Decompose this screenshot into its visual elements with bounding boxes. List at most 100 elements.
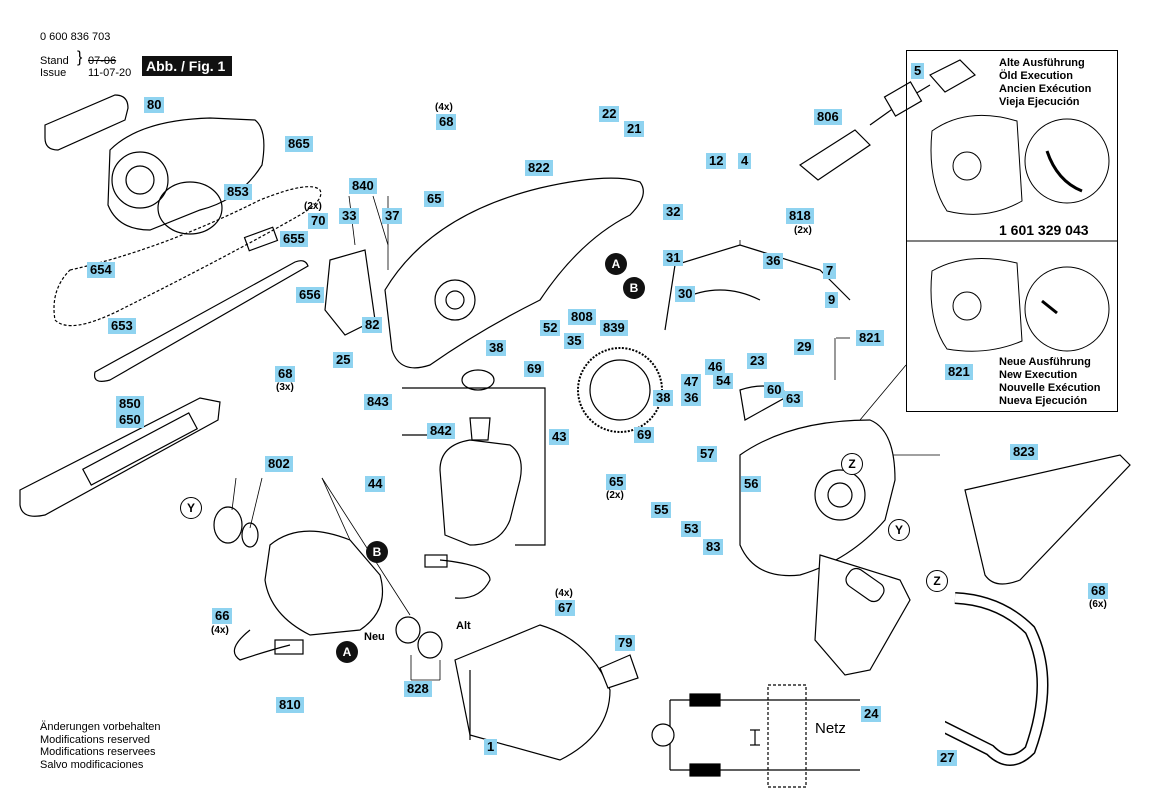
part-60: 60 — [764, 382, 785, 398]
part-44: 44 — [365, 476, 386, 492]
old-title-de: Alte Ausführung — [999, 57, 1085, 69]
part-655: 655 — [280, 231, 308, 247]
part-822: 822 — [525, 160, 553, 176]
part-54: 54 — [713, 373, 734, 389]
part-52: 52 — [540, 320, 561, 336]
part-65-bottom: 65 — [606, 474, 627, 490]
callout-z-bottom: Z — [926, 570, 948, 592]
callout-b-bottom: B — [366, 541, 388, 563]
document-number: 0 600 836 703 — [40, 31, 111, 43]
callout-y-left: Y — [180, 497, 202, 519]
part-63: 63 — [783, 391, 804, 407]
part-31: 31 — [663, 250, 684, 266]
label-alt: Alt — [456, 620, 471, 632]
part-30: 30 — [675, 286, 696, 302]
part-57: 57 — [697, 446, 718, 462]
part-82: 82 — [362, 317, 383, 333]
inset-panel: Alte Ausführung Öld Execution Ancien Exé… — [906, 50, 1118, 412]
part-810: 810 — [276, 697, 304, 713]
callout-b-top: B — [623, 277, 645, 299]
part-80: 80 — [144, 97, 165, 113]
part-37: 37 — [382, 208, 403, 224]
old-part-number: 1 601 329 043 — [999, 222, 1089, 238]
label-netz: Netz — [815, 720, 846, 737]
callout-a-bottom: A — [336, 641, 358, 663]
part-802: 802 — [265, 456, 293, 472]
part-68-right: 68 — [1088, 583, 1109, 599]
part-29: 29 — [794, 339, 815, 355]
part-47: 47 — [681, 374, 702, 390]
part-821: 821 — [856, 330, 884, 346]
part-68-left: 68 — [275, 366, 296, 382]
part-843: 843 — [364, 394, 392, 410]
part-65-top: 65 — [424, 191, 445, 207]
label-neu: Neu — [364, 631, 385, 643]
qty-68-left: (3x) — [276, 382, 294, 393]
callout-y-right: Y — [888, 519, 910, 541]
part-27: 27 — [937, 750, 958, 766]
inset-drawings — [907, 114, 1117, 352]
new-title-en: New Execution — [999, 369, 1078, 381]
new-title-es: Nueva Ejecución — [999, 395, 1088, 407]
part-650: 650 — [116, 412, 144, 428]
qty-68-right: (6x) — [1089, 599, 1107, 610]
part-853: 853 — [224, 184, 252, 200]
qty-66: (4x) — [211, 625, 229, 636]
part-69-bottom: 69 — [634, 427, 655, 443]
part-823: 823 — [1010, 444, 1038, 460]
part-53: 53 — [681, 521, 702, 537]
qty-818: (2x) — [794, 225, 812, 236]
old-title-en: Öld Execution — [999, 70, 1073, 82]
part-38-left: 38 — [486, 340, 507, 356]
part-70: 70 — [308, 213, 329, 229]
stand-label: Stand — [40, 55, 69, 67]
part-66: 66 — [212, 608, 233, 624]
callout-z-top: Z — [841, 453, 863, 475]
footer-es: Salvo modificaciones — [40, 758, 144, 771]
part-21: 21 — [624, 121, 645, 137]
part-654: 654 — [87, 262, 115, 278]
part-43: 43 — [549, 429, 570, 445]
part-35: 35 — [564, 333, 585, 349]
issue-label: Issue — [40, 67, 67, 79]
qty-68-top: (4x) — [435, 102, 453, 113]
part-67: 67 — [555, 600, 576, 616]
part-808: 808 — [568, 309, 596, 325]
part-23: 23 — [747, 353, 768, 369]
part-56: 56 — [741, 476, 762, 492]
old-title-fr: Ancien Exécution — [999, 83, 1092, 95]
qty-67: (4x) — [555, 588, 573, 599]
callout-a-top: A — [605, 253, 627, 275]
footer-fr: Modifications reservees — [40, 746, 156, 758]
footer-en: Modifications reserved — [40, 733, 151, 746]
part-656: 656 — [296, 287, 324, 303]
part-55: 55 — [651, 502, 672, 518]
figure-badge: Abb. / Fig. 1 — [142, 56, 232, 76]
part-33: 33 — [339, 208, 360, 224]
part-850: 850 — [116, 396, 144, 412]
part-818: 818 — [786, 208, 814, 224]
part-806: 806 — [814, 109, 842, 125]
part-68-top: 68 — [436, 114, 457, 130]
part-840: 840 — [349, 178, 377, 194]
part-36-bottom: 36 — [681, 390, 702, 406]
qty-70: (2x) — [304, 201, 322, 212]
part-1: 1 — [484, 739, 498, 755]
issue-date: 11-07-20 — [88, 67, 132, 79]
new-title-fr: Nouvelle Exécution — [999, 382, 1101, 394]
new-title-de: Neue Ausführung — [999, 356, 1091, 368]
part-842: 842 — [427, 423, 455, 439]
part-22: 22 — [599, 106, 620, 122]
part-12: 12 — [706, 153, 727, 169]
part-36-top: 36 — [763, 253, 784, 269]
part-9: 9 — [825, 292, 839, 308]
qty-65: (2x) — [606, 490, 624, 501]
part-821-inset: 821 — [945, 364, 973, 380]
part-5: 5 — [911, 63, 925, 79]
part-7: 7 — [823, 263, 837, 279]
old-title-es: Vieja Ejecución — [999, 96, 1080, 108]
part-865: 865 — [285, 136, 313, 152]
part-46: 46 — [705, 359, 726, 375]
part-828: 828 — [404, 681, 432, 697]
